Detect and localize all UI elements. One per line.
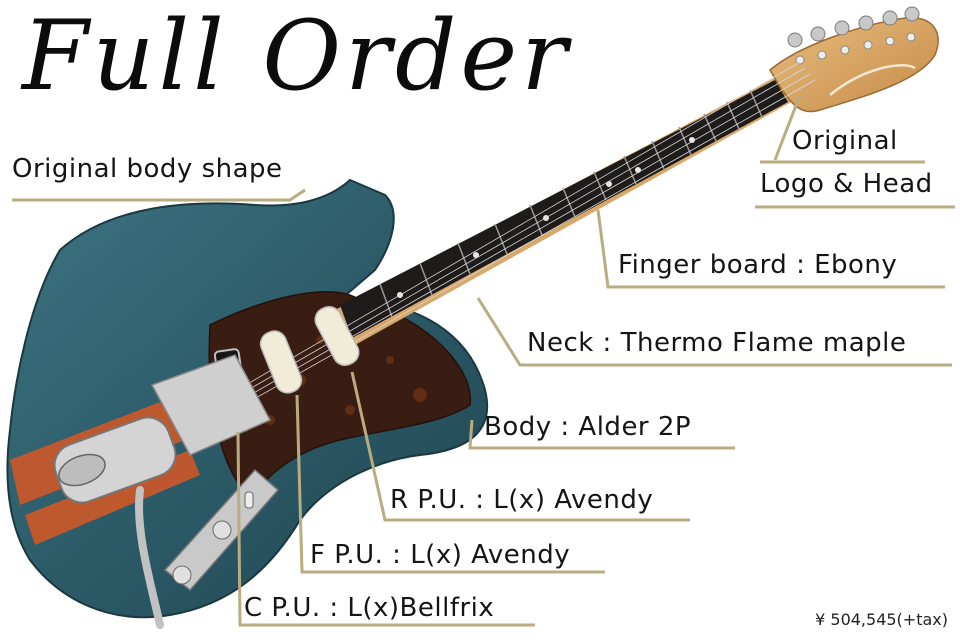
bridge-plate [150,354,272,456]
fretboard [340,80,788,338]
tuning-pegs [787,6,920,48]
pickup-selector [244,491,254,509]
price-label: ¥ 504,545(+tax) [815,610,948,629]
label-fingerboard: Finger board : Ebony [618,250,898,280]
callout-lines [12,94,955,627]
vibrato-tailpiece [53,416,177,629]
label-logo-line1: Original [792,126,898,156]
guitar-strings [219,61,816,416]
label-center-pickup: C P.U. : L(x)Bellfrix [244,593,495,623]
label-front-pickup: F P.U. : L(x) Avendy [310,540,571,570]
label-body-shape: Original body shape [12,154,283,184]
label-neck: Neck : Thermo Flame maple [527,328,907,358]
center-pickup [259,330,303,394]
page-title: Full Order [22,0,572,112]
vibrato-arm [135,486,164,629]
tone-knob [212,520,232,540]
tuner-bushings [795,32,916,65]
label-body: Body : Alder 2P [484,412,692,442]
label-rear-pickup: R P.U. : L(x) Avendy [390,485,654,515]
volume-knob [172,565,192,585]
label-logo-line2: Logo & Head [760,169,933,199]
front-pickup [314,306,360,366]
headstock-logo [829,64,916,96]
fret-markers [397,137,695,298]
